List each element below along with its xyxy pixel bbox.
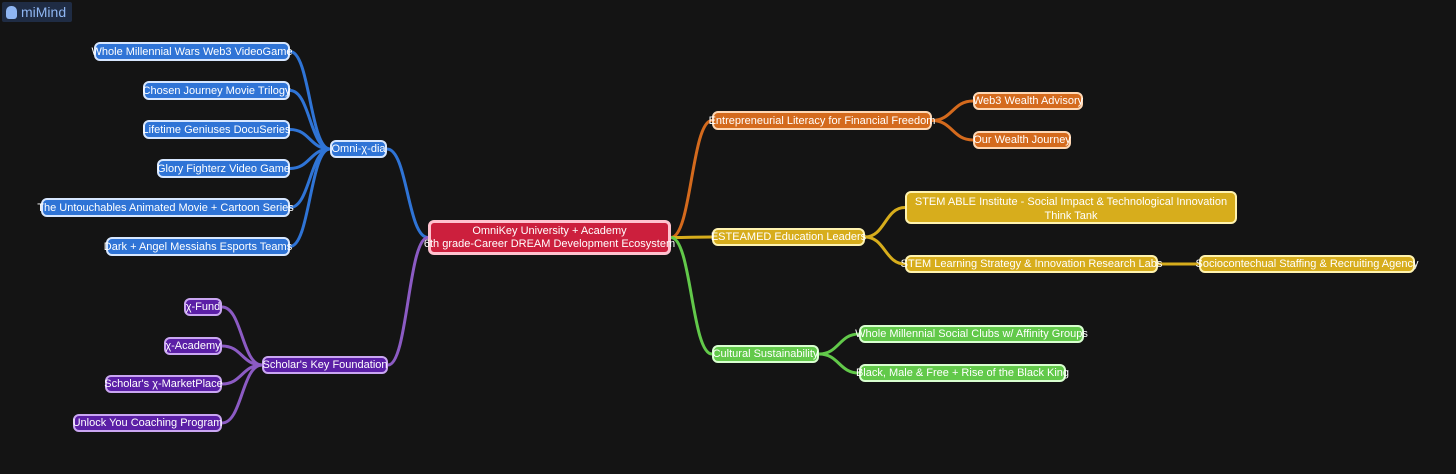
- brain-icon: [6, 5, 17, 19]
- leaf-omnidia-4[interactable]: The Untouchables Animated Movie + Cartoo…: [37, 198, 294, 217]
- connector-n-o0: [288, 50, 332, 151]
- connector-n-c0: [817, 332, 861, 356]
- leaf-omnidia-2[interactable]: Lifetime Geniuses DocuSeries: [143, 120, 290, 139]
- connector-n-y1: [863, 235, 907, 266]
- branch-scholars-key[interactable]: Scholar's Key Foundation: [262, 356, 388, 374]
- connector-n-omni: [385, 147, 430, 239]
- leaf-scholars-1[interactable]: χ-Academy: [164, 337, 222, 355]
- leaf-entrepreneurial-1[interactable]: Our Wealth Journey: [973, 131, 1071, 149]
- connector-n-est: [669, 235, 714, 239]
- connector-n-e0: [930, 99, 975, 122]
- leaf-staffing-agency[interactable]: Sociocontechual Staffing & Recruiting Ag…: [1196, 255, 1419, 273]
- leaf-cultural-1[interactable]: Black, Male & Free + Rise of the Black K…: [856, 364, 1069, 382]
- leaf-scholars-0[interactable]: χ-Fund: [184, 298, 222, 316]
- connector-n-e1: [930, 119, 975, 142]
- root-node[interactable]: OmniKey University + Academy 6th grade-C…: [424, 220, 675, 255]
- leaf-stem-able-institute[interactable]: STEM ABLE Institute - Social Impact & Te…: [905, 191, 1237, 224]
- connector-n-y0: [863, 206, 907, 239]
- leaf-omnidia-0[interactable]: Whole Millennial Wars Web3 VideoGame: [92, 42, 292, 61]
- connector-n-c1: [817, 352, 861, 375]
- branch-esteamed[interactable]: ESTEAMED Education Leaders: [711, 228, 866, 246]
- leaf-scholars-2[interactable]: Scholar's χ-MarketPlace: [104, 375, 223, 393]
- connector-n-o5: [288, 147, 332, 248]
- connector-n-ent: [669, 119, 714, 239]
- leaf-scholars-3[interactable]: Unlock You Coaching Program: [73, 414, 222, 432]
- leaf-omnidia-1[interactable]: Chosen Journey Movie Trilogy: [143, 81, 290, 100]
- leaf-cultural-0[interactable]: Whole Millennial Social Clubs w/ Affinit…: [855, 325, 1088, 343]
- root-subtitle: 6th grade-Career DREAM Development Ecosy…: [423, 237, 676, 250]
- connector-n-sch: [386, 236, 430, 367]
- root-title: OmniKey University + Academy: [472, 224, 627, 237]
- app-logo: miMind: [2, 2, 72, 22]
- leaf-omnidia-5[interactable]: Dark + Angel Messiahs Esports Teams: [104, 237, 292, 256]
- connector-n-cul: [669, 236, 714, 356]
- leaf-entrepreneurial-0[interactable]: Web3 Wealth Advisory: [973, 92, 1083, 110]
- branch-entrepreneurial[interactable]: Entrepreneurial Literacy for Financial F…: [709, 111, 935, 130]
- branch-cultural-sustainability[interactable]: Cultural Sustainability: [712, 345, 819, 363]
- leaf-stem-learning-labs[interactable]: STEM Learning Strategy & Innovation Rese…: [901, 255, 1162, 273]
- leaf-omnidia-3[interactable]: Glory Fighterz Video Game: [157, 159, 290, 178]
- app-name: miMind: [21, 4, 67, 20]
- connector-n-s3: [220, 363, 264, 425]
- branch-omnidia[interactable]: Omni-χ-dia: [330, 140, 387, 158]
